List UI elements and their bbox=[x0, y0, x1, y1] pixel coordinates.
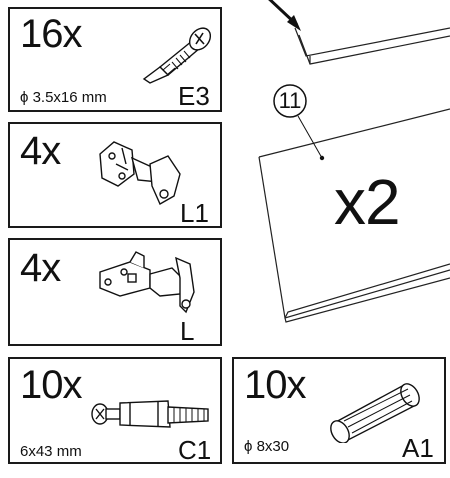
hinge-icon bbox=[99, 141, 181, 205]
part-dimension: 6x43 mm bbox=[20, 443, 82, 460]
panel-11 bbox=[258, 108, 450, 323]
part-card-c1: 10x 6x43 mm C1 bbox=[8, 357, 222, 464]
part-quantity: 10x bbox=[20, 363, 82, 407]
part-code: L bbox=[180, 316, 195, 346]
panel-quantity: x2 bbox=[334, 166, 401, 238]
wood-dowel-icon bbox=[330, 383, 420, 443]
part-quantity: 10x bbox=[244, 363, 306, 407]
panel-top-partial bbox=[294, 27, 450, 65]
part-card-a1: 10x ϕ 8x30 A1 bbox=[232, 357, 446, 464]
part-code: L1 bbox=[180, 198, 209, 228]
part-code: A1 bbox=[402, 433, 434, 463]
part-code: E3 bbox=[178, 81, 210, 111]
hinge-plate-icon bbox=[99, 251, 195, 314]
part-dimension: ϕ 8x30 bbox=[244, 438, 290, 455]
cam-bolt-icon bbox=[91, 400, 209, 428]
part-number-label: 11 bbox=[278, 88, 302, 113]
part-dimension: ϕ 3.5x16 mm bbox=[20, 89, 107, 106]
part-quantity: 4x bbox=[20, 129, 61, 173]
part-code: C1 bbox=[178, 435, 212, 465]
part-card-l: 4x L bbox=[8, 238, 222, 346]
part-number-callout bbox=[273, 84, 325, 161]
arrow-icon bbox=[268, 0, 301, 31]
screw-icon bbox=[142, 27, 212, 84]
part-quantity: 16x bbox=[20, 12, 82, 56]
part-quantity: 4x bbox=[20, 246, 61, 290]
part-card-l1: 4x L1 bbox=[8, 122, 222, 228]
part-card-e3: 16x ϕ 3.5x16 mm E3 bbox=[8, 7, 222, 112]
